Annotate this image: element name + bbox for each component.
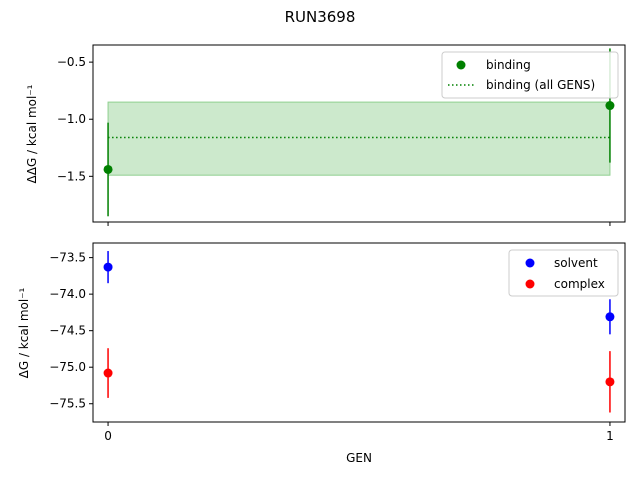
legend-binding-all-label: binding (all GENS) xyxy=(486,78,595,92)
solvent-point xyxy=(103,262,113,272)
x-axis-label: GEN xyxy=(346,451,372,465)
legend-binding-marker xyxy=(456,60,466,70)
deltag-ytick-label: −74.5 xyxy=(49,324,86,338)
x-tick-label: 1 xyxy=(606,429,614,443)
deltag-axes-frame xyxy=(92,242,626,423)
solvent-point xyxy=(605,312,615,322)
deltag-ytick-label: −73.5 xyxy=(49,251,86,265)
deltag-axes: ΔG / kcal mol⁻¹ solvent complex −75.5 −75… xyxy=(17,242,626,426)
deltag-ytick-label: −75.0 xyxy=(49,360,86,374)
binding-ytick-label: −1.5 xyxy=(57,169,86,183)
binding-axes-frame xyxy=(92,44,626,223)
deltag-ylabel: ΔG / kcal mol⁻¹ xyxy=(17,287,31,378)
binding-legend: binding binding (all GENS) xyxy=(441,51,619,99)
binding-axes: ΔΔG / kcal mol⁻¹ binding binding (all GE… xyxy=(25,44,626,226)
legend-solvent-marker xyxy=(525,258,535,268)
binding-point xyxy=(605,101,615,111)
binding-point xyxy=(103,164,113,174)
legend-complex-label: complex xyxy=(554,277,605,291)
binding-ytick-label: −1.0 xyxy=(57,112,86,126)
complex-point xyxy=(605,377,615,387)
x-tick-label: 0 xyxy=(104,429,112,443)
binding-uncertainty-band xyxy=(107,101,611,176)
legend-solvent-label: solvent xyxy=(554,256,598,270)
figure-title: RUN3698 xyxy=(285,8,356,26)
binding-ytick-label: −0.5 xyxy=(57,55,86,69)
legend-complex-marker xyxy=(525,279,535,289)
binding-ylabel: ΔΔG / kcal mol⁻¹ xyxy=(25,84,39,183)
binding-legend-box xyxy=(441,51,619,99)
complex-point xyxy=(103,368,113,378)
deltag-ytick-label: −75.5 xyxy=(49,397,86,411)
deltag-legend: solvent complex xyxy=(508,249,619,297)
deltag-ytick-label: −74.0 xyxy=(49,287,86,301)
deltag-legend-box xyxy=(508,249,619,297)
legend-binding-label: binding xyxy=(486,58,531,72)
